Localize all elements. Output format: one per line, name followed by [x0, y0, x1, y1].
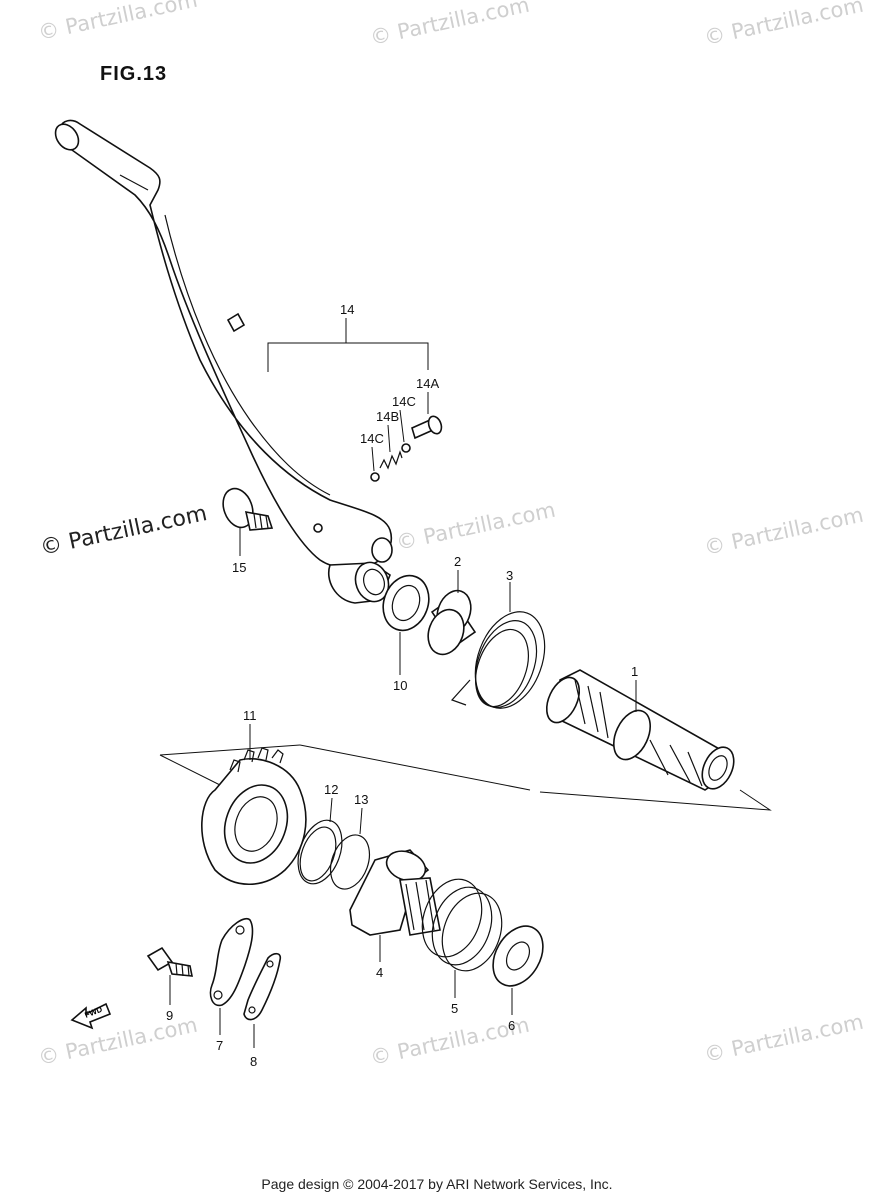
callout-2: 2	[454, 554, 461, 569]
fwd-arrow-icon: FWD	[70, 1002, 112, 1030]
callout-7: 7	[216, 1038, 223, 1053]
callout-8: 8	[250, 1054, 257, 1069]
kick-guide-4	[349, 849, 441, 962]
callout-3: 3	[506, 568, 513, 583]
ball-14c-lower	[370, 472, 380, 482]
axis-line-left-lower	[159, 754, 231, 791]
washer-13	[329, 807, 371, 890]
stopper-plate-7	[209, 918, 254, 1035]
callout-10: 10	[393, 678, 407, 693]
axis-line-left	[159, 744, 301, 756]
watermark: © Partzilla.com	[36, 0, 200, 45]
callout-5: 5	[451, 1001, 458, 1016]
watermark: © Partzilla.com	[702, 1010, 866, 1067]
kick-starter-shaft-1	[545, 669, 735, 791]
screw-14a	[411, 392, 443, 440]
watermark-main: © Partzilla.com	[38, 501, 209, 561]
leader-14c-lower	[371, 446, 375, 472]
kick-drive-gear-11	[201, 724, 307, 886]
callout-15: 15	[232, 560, 246, 575]
callout-13: 13	[354, 792, 368, 807]
bushing-2	[427, 570, 477, 656]
plate-8	[243, 952, 282, 1048]
watermarks: © Partzilla.com © Partzilla.com © Partzi…	[36, 0, 866, 1070]
bolt-15	[222, 487, 274, 556]
watermark: © Partzilla.com	[368, 0, 532, 50]
callout-14c-lower: 14C	[360, 431, 384, 446]
callout-numbers: 14 14A 14C 14B 14C 15 10 2 3 1 11 12 13 …	[166, 302, 638, 1069]
leader-14c-upper	[399, 409, 405, 443]
callout-14a: 14A	[416, 376, 439, 391]
oil-seal-10	[382, 574, 430, 675]
watermark: © Partzilla.com	[702, 0, 866, 50]
callout-14: 14	[340, 302, 354, 317]
callout-14-bracket	[267, 318, 429, 372]
callout-6: 6	[508, 1018, 515, 1033]
page-footer: Page design © 2004-2017 by ARI Network S…	[261, 1176, 613, 1192]
callout-11: 11	[243, 708, 257, 723]
callout-1: 1	[631, 664, 638, 679]
callout-12: 12	[324, 782, 338, 797]
washer-6	[492, 925, 544, 1015]
callout-9: 9	[166, 1008, 173, 1023]
watermark: © Partzilla.com	[702, 503, 866, 560]
callout-14b: 14B	[376, 409, 399, 424]
spring-5	[421, 878, 503, 998]
watermark: © Partzilla.com	[36, 1013, 200, 1070]
spring-14b	[379, 424, 403, 470]
watermark: © Partzilla.com	[394, 498, 558, 555]
callout-14c-upper: 14C	[392, 394, 416, 409]
kick-spring-3	[450, 582, 546, 709]
figure-label: FIG.13	[100, 63, 167, 85]
kick-starter-lever	[54, 119, 393, 604]
axis-line-right	[299, 744, 772, 811]
ball-14c-upper	[401, 443, 411, 453]
bolt-9	[146, 946, 193, 1005]
callout-4: 4	[376, 965, 383, 980]
circlip-12	[297, 797, 343, 885]
